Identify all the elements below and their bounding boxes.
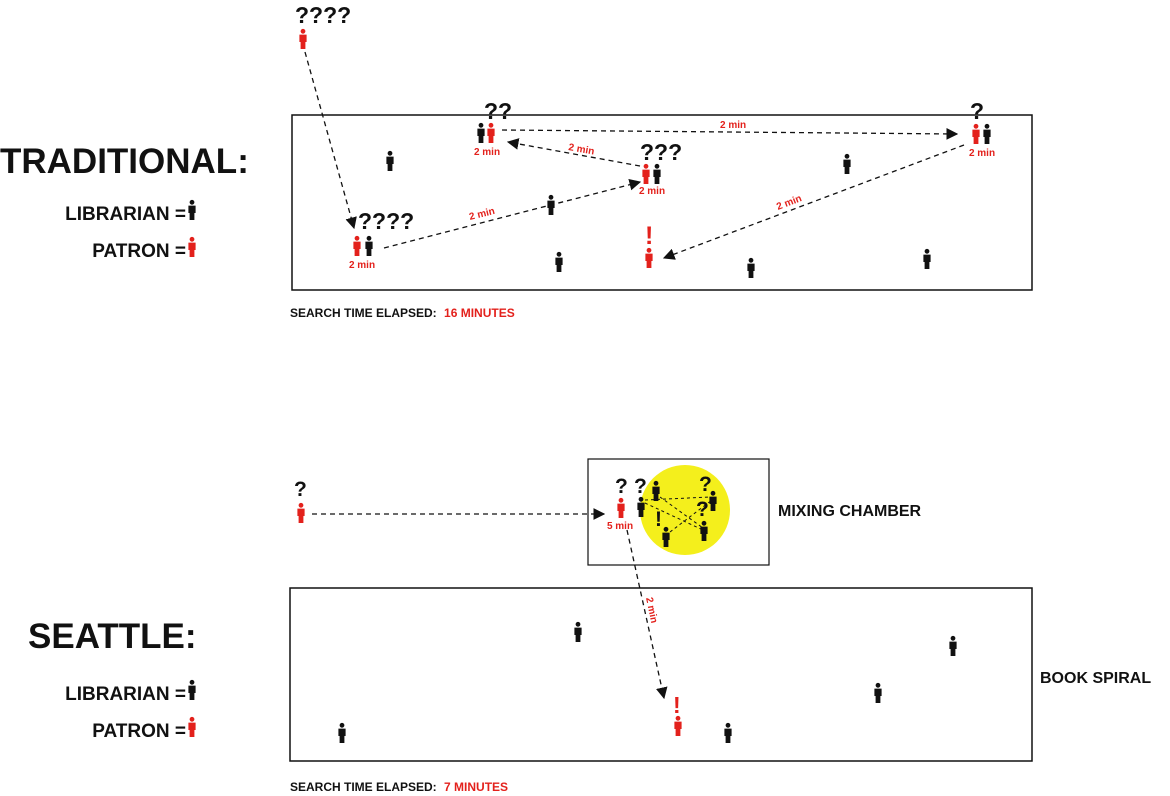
seattle-lib-d-mark: ! [655, 508, 662, 531]
traditional-librarian-stop1 [365, 235, 373, 256]
seattle-paths [312, 508, 668, 700]
traditional-path-leg2 [506, 138, 641, 167]
seattle-chamber-time: 5 min [607, 521, 633, 532]
seattle-librarian-chamber-c [709, 490, 717, 511]
seattle-legend-librarian: LIBRARIAN = [65, 684, 186, 705]
seattle-librarian-idle-3 [874, 682, 882, 703]
traditional-patron-stop4 [972, 123, 980, 144]
seattle-librarian-idle-2 [949, 635, 957, 656]
traditional-librarian-idle-4 [555, 251, 563, 272]
seattle-title: SEATTLE: [28, 617, 197, 656]
traditional-patron-stop3 [487, 122, 495, 143]
seattle-start-mark: ? [294, 478, 307, 501]
seattle-patron-chamber [617, 497, 625, 518]
mixing-chamber-label: MIXING CHAMBER [778, 503, 922, 520]
seattle-search-time: SEARCH TIME ELAPSED: 7 MINUTES [290, 780, 508, 794]
book-spiral-floor [289, 587, 1033, 762]
chamber-link-4 [659, 496, 704, 529]
seattle-patron-found [674, 715, 682, 736]
traditional-search-time: SEARCH TIME ELAPSED: 16 MINUTES [290, 306, 515, 320]
traditional-path-leg4 [662, 144, 965, 260]
traditional-leg2-time: 2 min [567, 142, 595, 157]
mixing-chamber-circle [640, 465, 730, 555]
traditional-stop1-time: 2 min [349, 260, 375, 271]
book-spiral-label: BOOK SPIRAL [1040, 670, 1151, 687]
chamber-link-1 [644, 496, 711, 501]
mixing-chamber-links [644, 496, 713, 533]
traditional-path-leg1 [383, 178, 642, 249]
traditional-leg4-time: 2 min [775, 193, 803, 213]
legend-librarian-icon-seattle [188, 679, 196, 700]
traditional-stop2-marks: ??? [640, 139, 682, 165]
chamber-link-2 [644, 502, 704, 531]
seattle-path-descend [626, 529, 668, 700]
seattle-lib-c-mark: ? [696, 498, 709, 521]
traditional-librarian-idle-6 [923, 248, 931, 269]
traditional-stop1-marks: ???? [358, 208, 414, 234]
traditional-librarian-idle-5 [747, 257, 755, 278]
traditional-librarian-stop3 [477, 122, 485, 143]
traditional-patron-stop1 [353, 235, 361, 256]
people-figures [188, 28, 991, 743]
traditional-librarian-idle-1 [386, 150, 394, 171]
traditional-start-marks: ???? [295, 2, 351, 28]
seattle-lib-a-mark: ? [634, 475, 647, 498]
traditional-legend-patron: PATRON = [92, 241, 186, 262]
seattle-patron-mark: ? [615, 475, 628, 498]
traditional-leg3-time: 2 min [720, 120, 746, 131]
seattle-descend-time: 2 min [643, 596, 659, 624]
seattle-librarian-idle-4 [338, 722, 346, 743]
traditional-stop2-time: 2 min [639, 186, 665, 197]
traditional-librarian-idle-2 [547, 194, 555, 215]
seattle-librarian-chamber-b [652, 480, 660, 501]
seattle-patron-start [297, 502, 305, 523]
seattle-legend-patron: PATRON = [92, 721, 186, 742]
mixing-chamber-box [587, 458, 770, 566]
seattle-librarian-idle-1 [574, 621, 582, 642]
seattle-found-mark: ! [673, 692, 681, 718]
traditional-librarian-idle-3 [843, 153, 851, 174]
traditional-patron-start [299, 28, 307, 49]
legend-patron-icon-seattle [188, 716, 196, 737]
traditional-path-enter [304, 51, 357, 230]
traditional-stop4-time: 2 min [969, 148, 995, 159]
traditional-title: TRADITIONAL: [0, 142, 249, 181]
traditional-librarian-stop2 [653, 163, 661, 184]
traditional-patron-stop2 [642, 163, 650, 184]
traditional-patron-found [645, 247, 653, 268]
legend-patron-icon-traditional [188, 236, 196, 257]
legend-librarian-icon-traditional [188, 199, 196, 220]
chamber-link-3 [669, 499, 713, 533]
seattle-lib-b-mark: ? [699, 473, 712, 496]
traditional-library-floor [291, 114, 1033, 291]
seattle-librarian-chamber-d [700, 520, 708, 541]
traditional-paths [304, 51, 965, 260]
traditional-stop4-marks: ? [970, 98, 984, 124]
seattle-librarian-chamber-e [662, 526, 670, 547]
traditional-legend-librarian: LIBRARIAN = [65, 204, 186, 225]
traditional-found-mark: ! [645, 222, 653, 250]
traditional-stop3-time: 2 min [474, 147, 500, 158]
seattle-librarian-chamber-a [637, 496, 645, 517]
traditional-stop3-marks: ?? [484, 98, 512, 124]
traditional-path-leg3 [501, 128, 959, 140]
traditional-librarian-stop4 [983, 123, 991, 144]
seattle-librarian-idle-5 [724, 722, 732, 743]
